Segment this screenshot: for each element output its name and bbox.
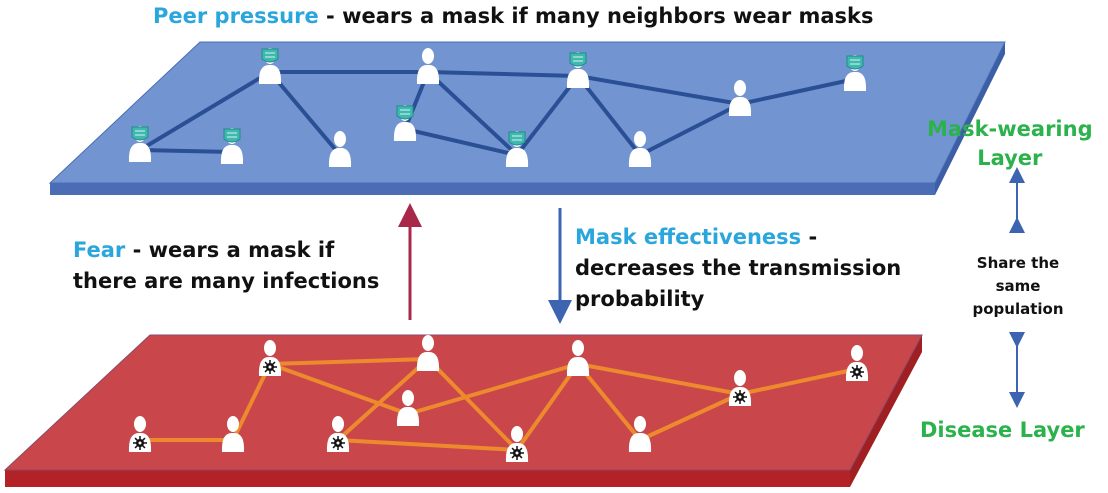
face-mask-icon	[261, 48, 279, 63]
virus-icon	[263, 360, 277, 374]
face-mask-icon	[508, 131, 526, 146]
person-icon	[396, 390, 420, 426]
disease-layer-edge	[576, 362, 642, 442]
mask-layer-edge	[638, 102, 742, 157]
masked-person-icon	[843, 55, 867, 91]
effectiveness-line2: decreases the transmission	[575, 256, 902, 280]
face-mask-icon	[223, 128, 241, 143]
virus-icon	[133, 436, 147, 450]
share-population-label: Share the same population	[968, 252, 1068, 321]
face-mask-icon	[396, 105, 414, 120]
mask-layer-edge	[738, 77, 857, 106]
mask-layer-edge	[403, 127, 519, 157]
masked-person-icon	[393, 105, 417, 141]
mask-wearing-layer-label: Mask-wearing Layer	[927, 115, 1093, 173]
title-highlight: Peer pressure	[153, 4, 319, 28]
disease-layer-edge	[738, 367, 859, 396]
fear-line2: there are many infections	[73, 269, 380, 293]
share-line3: population	[972, 300, 1064, 318]
disease-layer-plane	[3, 334, 923, 487]
virus-icon	[510, 446, 524, 460]
disease-layer-edge	[231, 362, 272, 442]
virus-icon	[850, 365, 864, 379]
effectiveness-line1: -	[801, 225, 818, 249]
mask-layer-edge	[426, 70, 580, 78]
share-line1: Share the	[976, 254, 1060, 272]
masked-person-icon	[128, 126, 152, 162]
mask-layer-edge	[576, 74, 642, 157]
masked-person-icon	[566, 52, 590, 88]
mask-effectiveness-label: Mask effectiveness - decreases the trans…	[575, 222, 901, 315]
disease-layer-label: Disease Layer	[920, 418, 1085, 442]
disease-layer-edge	[426, 357, 519, 452]
disease-layer-edge	[638, 392, 742, 442]
person-icon	[416, 335, 440, 371]
mask-layer-edge	[515, 74, 580, 157]
fear-line1: - wears a mask if	[125, 238, 335, 262]
disease-layer-edge	[576, 362, 742, 396]
disease-layer-edge	[268, 357, 430, 366]
infected-person-icon	[728, 370, 752, 406]
masked-person-icon	[258, 48, 282, 84]
face-mask-icon	[846, 55, 864, 70]
masked-person-icon	[505, 131, 529, 167]
disease-layer-edge	[406, 362, 580, 416]
infected-person-icon	[845, 345, 869, 381]
fear-label: Fear - wears a mask if there are many in…	[73, 235, 379, 297]
disease-layer-edge	[515, 362, 580, 452]
fear-highlight: Fear	[73, 238, 126, 262]
person-icon	[728, 80, 752, 116]
person-icon	[328, 131, 352, 167]
mask-layer-line2: Layer	[977, 146, 1043, 170]
virus-icon	[733, 390, 747, 404]
disease-layer-edge	[336, 357, 430, 442]
virus-icon	[331, 436, 345, 450]
masked-person-icon	[220, 128, 244, 164]
share-line2: same	[995, 277, 1041, 295]
person-icon	[566, 340, 590, 376]
mask-layer-edge	[268, 70, 342, 157]
mask-layer-edge	[138, 148, 234, 154]
face-mask-icon	[131, 126, 149, 141]
effectiveness-line3: probability	[575, 287, 705, 311]
person-icon	[628, 416, 652, 452]
mask-wearing-layer-plane	[48, 41, 1006, 195]
title: Peer pressure - wears a mask if many nei…	[153, 4, 874, 28]
person-icon	[221, 416, 245, 452]
infected-person-icon	[326, 416, 350, 452]
face-mask-icon	[569, 52, 587, 67]
disease-layer-edge	[336, 438, 519, 452]
person-icon	[416, 48, 440, 84]
mask-layer-edge	[138, 70, 272, 152]
infected-person-icon	[505, 426, 529, 462]
disease-layer-edge	[268, 362, 410, 416]
person-icon	[628, 131, 652, 167]
mask-layer-edge	[426, 70, 519, 157]
infected-person-icon	[128, 416, 152, 452]
title-rest: - wears a mask if many neighbors wear ma…	[318, 4, 874, 28]
mask-layer-edge	[576, 74, 742, 106]
infected-person-icon	[258, 340, 282, 376]
effectiveness-highlight: Mask effectiveness	[575, 225, 802, 249]
mask-layer-line1: Mask-wearing	[927, 117, 1093, 141]
